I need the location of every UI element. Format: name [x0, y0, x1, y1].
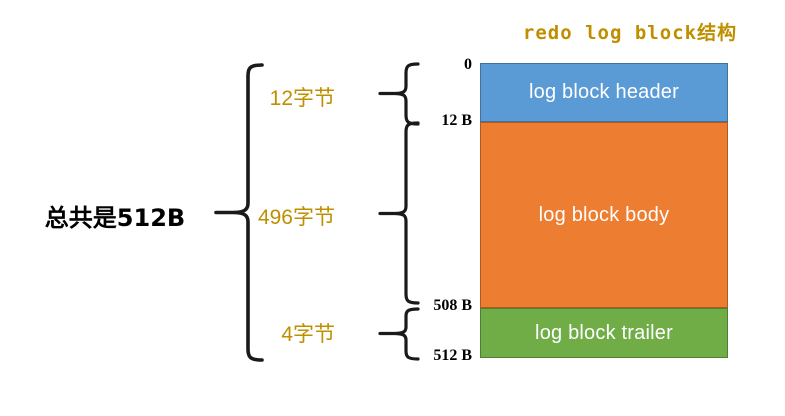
size-label-trailer: 4字节 [281, 323, 335, 346]
size-label-header: 12字节 [269, 87, 335, 110]
offset-label-508b: 508 B [433, 297, 472, 314]
offset-label-0: 0 [464, 56, 472, 73]
brace-trailer [378, 307, 420, 361]
total-size-label: 总共是512B [44, 204, 186, 232]
size-label-body: 496字节 [257, 206, 335, 229]
block-header-label: log block header [529, 81, 679, 103]
block-log-block-trailer: log block trailer [480, 308, 728, 358]
offset-label-512b: 512 B [433, 347, 472, 364]
block-log-block-body: log block body [480, 122, 728, 308]
brace-header [378, 62, 420, 126]
block-trailer-label: log block trailer [535, 321, 673, 344]
brace-body [378, 121, 420, 305]
block-log-block-header: log block header [480, 63, 728, 122]
offset-label-12b: 12 B [441, 112, 472, 129]
block-body-label: log block body [538, 203, 670, 226]
diagram-title: redo log block结构 [522, 22, 738, 44]
